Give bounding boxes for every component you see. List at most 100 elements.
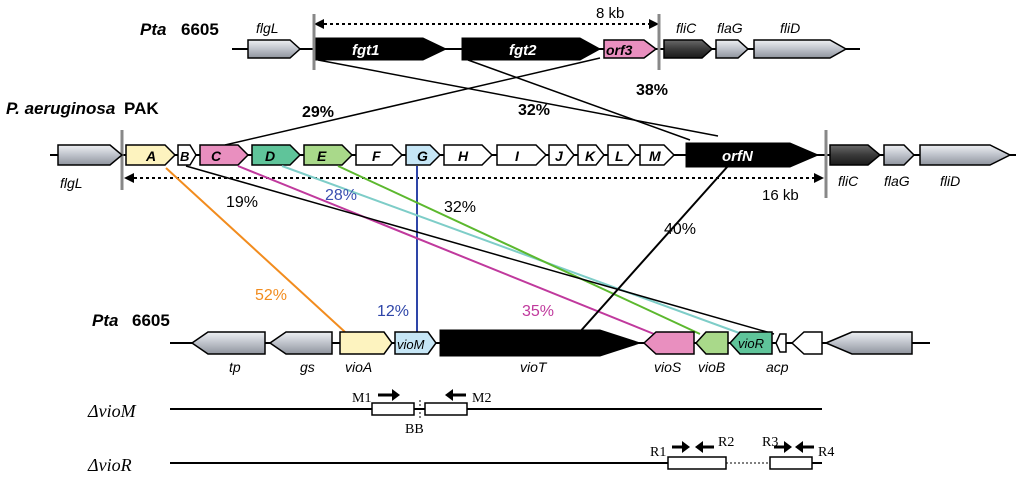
top-scale-left-arrow [314, 19, 324, 29]
gene-pak-J-label: J [555, 148, 564, 164]
gene-top-fgt2 [461, 37, 602, 61]
gene-bottom-unnamed-2 [824, 331, 913, 355]
gene-top-fliC-label: fliC [676, 20, 697, 36]
connector-A-vioA [165, 167, 346, 333]
identity-E-vioB: 32% [444, 199, 476, 216]
gene-pak-F-label: F [372, 148, 381, 164]
gene-pak-A-label: A [145, 148, 156, 164]
gene-pak-C [199, 144, 250, 166]
gene-top-fgt1 [315, 37, 448, 61]
bottom-row: Pta 6605 tp gs vioA vioM vioT vioS vioB … [92, 311, 930, 375]
mutant-dvioM-label: ΔvioM [87, 401, 137, 421]
primer-R2-arrowhead [695, 441, 703, 453]
gene-bottom-unnamed-1 [790, 331, 823, 355]
gene-bottom-gs-label: gs [300, 359, 315, 375]
gene-top-flaG [715, 39, 750, 59]
gene-pak-flgL-label: flgL [60, 175, 83, 191]
bottom-row-species: Pta [92, 311, 118, 330]
primer-R4-arrowhead [795, 441, 803, 453]
gene-bottom-vioR [728, 331, 773, 355]
gene-top-fliC [663, 39, 714, 59]
gene-pak-E [303, 144, 354, 166]
top-row-strain: 6605 [181, 20, 219, 39]
gene-pak-B [177, 144, 197, 166]
pak-scale-label: 16 kb [762, 187, 799, 204]
gene-bottom-acp-label: acp [766, 359, 789, 375]
mutant-dvioR-flank-right [769, 456, 813, 470]
gene-pak-G [405, 144, 442, 166]
primer-M1-label: M1 [352, 391, 371, 406]
connector-fgt2-pak [467, 59, 691, 141]
gene-bottom-gs [268, 331, 333, 355]
identity-C-vioS: 35% [522, 303, 554, 320]
identity-orfN-vioT: 40% [664, 221, 696, 238]
top-scale-right-arrow [649, 19, 659, 29]
connector-orf3-pak [224, 57, 601, 146]
gene-pak-J [548, 144, 575, 166]
bottom-row-strain: 6605 [132, 311, 170, 330]
gene-pak-D [251, 144, 302, 166]
top-row: Pta 6605 8 kb flgL fgt1 fgt2 orf3 fliC f… [140, 5, 860, 70]
pak-row-species: P. aeruginosa [6, 99, 115, 118]
top-scale-label: 8 kb [596, 5, 624, 22]
gene-bottom-vioA-label: vioA [345, 359, 372, 375]
gene-pak-G-label: G [417, 148, 428, 164]
gene-pak-B-label: B [180, 149, 189, 164]
gene-top-fliD-label: fliD [780, 20, 800, 36]
mutant-dvioM-sites-label: BB [405, 422, 424, 437]
gene-bottom-vioA [339, 331, 393, 355]
gene-bottom-vioR-label: vioR [738, 336, 764, 351]
identity-fgt2: 32% [518, 102, 550, 119]
gene-pak-fliD [919, 144, 1012, 166]
gene-pak-H-label: H [458, 148, 469, 164]
connector-E-vioB [337, 165, 701, 335]
gene-pak-C-label: C [211, 148, 222, 164]
gene-bottom-tp [190, 331, 266, 355]
mutant-dvioM-flank-right [424, 402, 468, 416]
gene-pak-I [496, 144, 548, 166]
primer-R1-label: R1 [650, 445, 666, 460]
gene-bottom-vioS [642, 331, 695, 355]
primer-R3-arrowhead [784, 441, 792, 453]
gene-bottom-vioT [439, 329, 642, 357]
gene-bottom-acp [775, 333, 787, 353]
mutant-dvioR: ΔvioR R1 R2 R3 R4 [87, 435, 834, 475]
gene-bottom-vioT-label: vioT [520, 359, 548, 375]
gene-pak-M-label: M [649, 148, 661, 164]
primer-M2-arrowhead [445, 389, 453, 401]
gene-pak-K [577, 144, 605, 166]
gene-bottom-vioM-label: vioM [397, 337, 425, 352]
gene-bottom-vioM [394, 331, 437, 355]
pak-row-strain: PAK [124, 99, 159, 118]
pak-scale-right-arrow [814, 173, 824, 183]
gene-pak-I-label: I [515, 148, 520, 164]
gene-pak-orfN-label: orfN [722, 148, 754, 165]
pak-scale-left-arrow [124, 173, 134, 183]
gene-bottom-vioB-label: vioB [698, 359, 725, 375]
gene-pak-E-label: E [317, 148, 327, 164]
gene-top-flaG-label: flaG [717, 20, 743, 36]
gene-pak-M [639, 144, 676, 166]
pak-row: P. aeruginosa PAK 16 kb flgL A B C D E F… [6, 99, 1016, 204]
mutant-dvioM: ΔvioM M1 M2 BB [87, 389, 822, 437]
identity-A-vioA: 52% [255, 287, 287, 304]
primer-R1-arrowhead [682, 441, 690, 453]
identity-fgt1: 29% [302, 104, 334, 121]
gene-pak-fliC [829, 144, 882, 166]
gene-top-fliD [753, 39, 848, 59]
gene-pak-fliD-label: fliD [940, 173, 960, 189]
gene-pak-flaG-label: flaG [884, 173, 910, 189]
gene-pak-A [125, 144, 177, 166]
gene-bottom-vioB [694, 331, 729, 355]
gene-pak-flaG [883, 144, 916, 166]
gene-top-orf3-label: orf3 [606, 42, 633, 58]
gene-pak-F [355, 144, 404, 166]
pak-to-bottom-connectors: 52% 12% 35% 19% 28% 32% 40% [165, 165, 775, 335]
gene-bottom-vioS-label: vioS [654, 359, 682, 375]
gene-pak-K-label: K [585, 148, 596, 164]
gene-bottom-tp-label: tp [229, 359, 241, 375]
connector-fgt1-pak [317, 59, 719, 137]
gene-pak-orfN [685, 142, 820, 168]
top-row-species: Pta [140, 20, 166, 39]
